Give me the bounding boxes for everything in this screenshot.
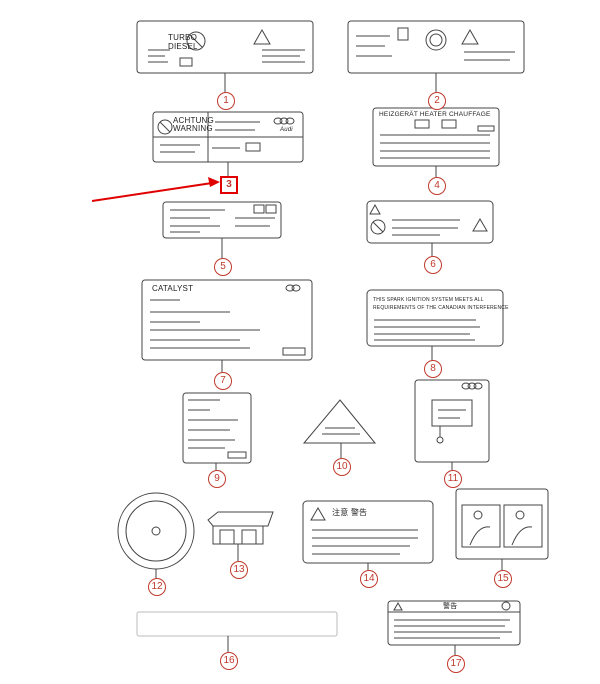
label-10-triangle: [302, 399, 377, 444]
warning-text: WARNING: [173, 124, 213, 133]
label-11-plate: [414, 379, 490, 463]
keikoku-text: 警告: [443, 603, 458, 610]
diesel-text: DIESEL: [168, 42, 198, 51]
callout-12: 12: [148, 578, 166, 596]
label-9-plate: [182, 392, 252, 464]
label-8-plate: [366, 289, 504, 347]
callout-10: 10: [333, 458, 351, 476]
label-1-plate: [136, 20, 314, 74]
pointer-arrow: [91, 177, 220, 202]
callout-15: 15: [494, 570, 512, 588]
achtung-text: ACHTUNG: [173, 116, 214, 125]
callout-13: 13: [230, 561, 248, 579]
callout-14: 14: [360, 570, 378, 588]
label-15-plate: [455, 488, 549, 560]
part-12-dial: [117, 492, 195, 570]
heater-text: HEIZGERÄT HEATER CHAUFFAGE: [379, 111, 491, 118]
callout-6: 6: [424, 256, 442, 274]
ignition-line-2: REQUIREMENTS OF THE CANADIAN INTERFERENC…: [373, 305, 509, 311]
callout-1: 1: [217, 92, 235, 110]
label-2-plate: [347, 20, 525, 74]
label-5-plate: [162, 201, 282, 239]
callout-11: 11: [444, 470, 462, 488]
callout-4: 4: [428, 177, 446, 195]
callout-7: 7: [214, 372, 232, 390]
label-16-plate: [136, 611, 338, 637]
turbo-text: TURBO: [168, 33, 197, 42]
chui-keikoku-text: 注意 警告: [332, 508, 368, 517]
callout-5: 5: [214, 258, 232, 276]
callout-2: 2: [428, 92, 446, 110]
catalyst-text: CATALYST: [152, 284, 194, 293]
audi-text: Audi: [280, 127, 293, 133]
callout-3: 3: [220, 176, 238, 194]
label-7-plate: [141, 279, 313, 361]
callout-17: 17: [447, 655, 465, 673]
label-17-plate: [387, 600, 521, 646]
callout-9: 9: [208, 470, 226, 488]
callout-16: 16: [220, 652, 238, 670]
ignition-line-1: THIS SPARK IGNITION SYSTEM MEETS ALL: [373, 297, 484, 303]
part-13-cap: [207, 511, 274, 527]
callout-8: 8: [424, 360, 442, 378]
label-6-plate: [366, 200, 494, 244]
